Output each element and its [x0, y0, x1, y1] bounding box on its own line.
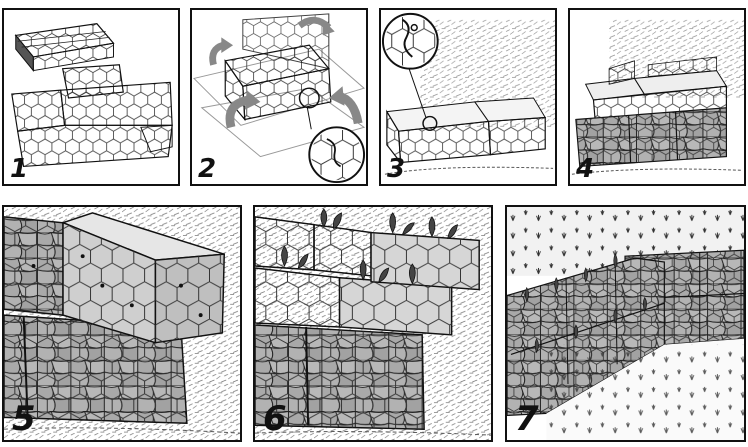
planted-gabions-illustration	[255, 207, 491, 440]
flat-mesh-illustration	[11, 23, 173, 168]
step-number: 4	[576, 154, 595, 184]
step-6-panel: 6	[253, 205, 493, 442]
step-number: 7	[515, 399, 539, 439]
folding-box-illustration	[192, 13, 366, 184]
step-2-panel: 2	[190, 8, 368, 186]
filled-lower-row-illustration	[571, 19, 744, 175]
step-number: 6	[263, 399, 287, 439]
step-7-panel: 7	[505, 205, 746, 442]
step-5-panel: 5	[2, 205, 242, 442]
stacked-gabions-closeup	[4, 207, 240, 440]
step-1-panel: 1	[2, 8, 180, 186]
step-3-panel: 3	[379, 8, 557, 186]
joined-boxes-illustration	[381, 12, 555, 175]
step-number: 2	[198, 154, 217, 184]
step-number: 1	[10, 154, 29, 184]
step-number: 3	[387, 154, 406, 184]
finished-retaining-wall-illustration	[507, 207, 744, 440]
step-number: 5	[12, 399, 36, 439]
step-4-panel: 4	[568, 8, 746, 186]
